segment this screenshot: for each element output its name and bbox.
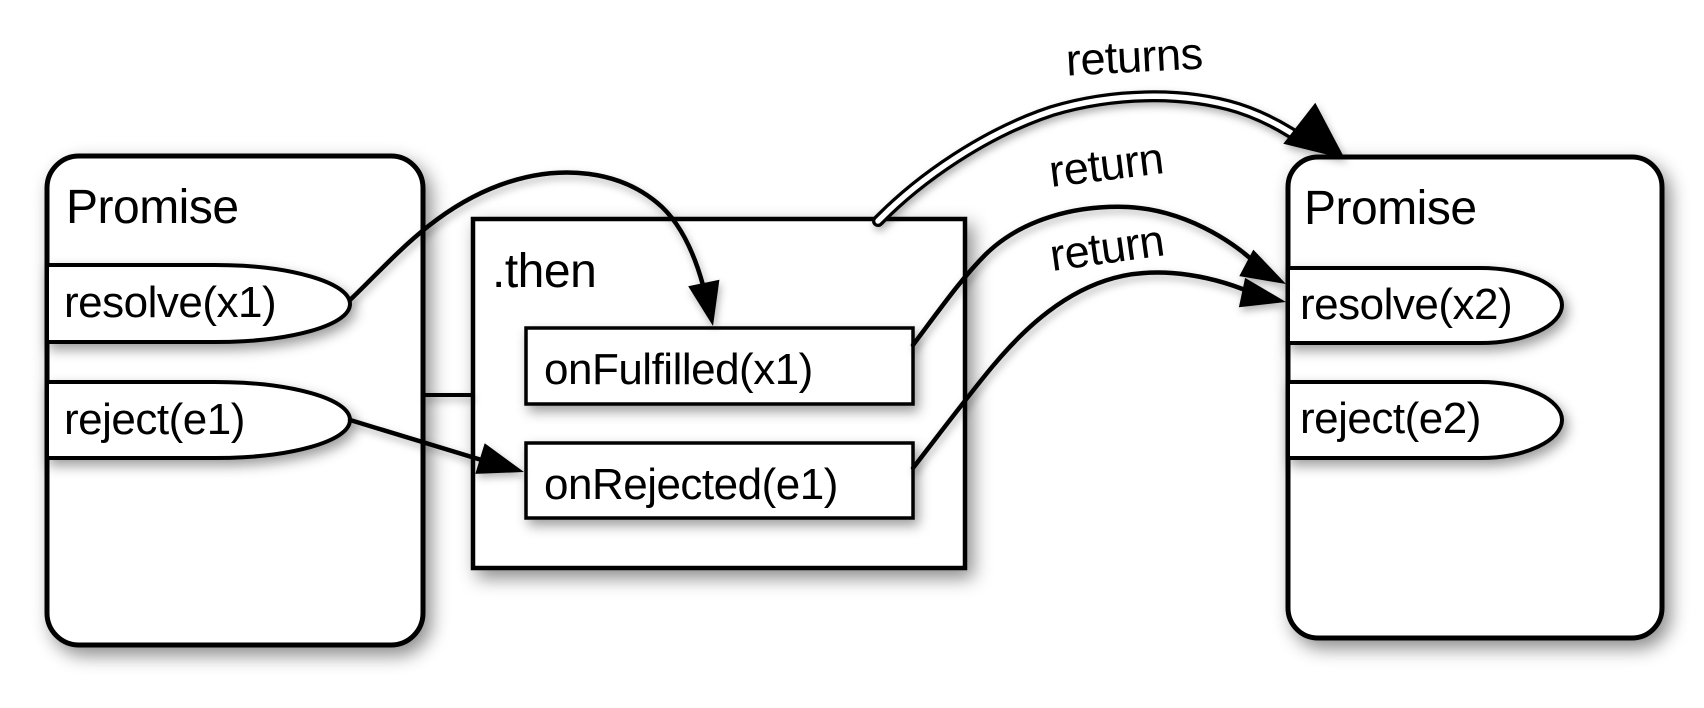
resolve-x1-label: resolve(x1) <box>64 278 276 327</box>
returns-label: returns <box>1065 27 1204 85</box>
resolve-to-onfulfilled-arrow <box>347 170 711 309</box>
then-title: .then <box>492 245 596 298</box>
resolve-x2-pill <box>1286 266 1565 345</box>
returns-tube-arrow-inner <box>875 93 1305 224</box>
onrejected-box <box>524 441 915 520</box>
reject-to-onrejected-arrow <box>347 417 501 468</box>
onrejected-return-arrow <box>910 270 1262 471</box>
left-promise-title: Promise <box>66 181 239 234</box>
onfulfilled-return-arrow <box>910 204 1266 348</box>
resolve-to-onfulfilled-arrowhead <box>688 279 720 326</box>
reject-e2-pill <box>1286 380 1565 460</box>
reject-e2-label: reject(e2) <box>1300 394 1481 443</box>
resolve-x1-pill <box>45 263 353 344</box>
onrejected-label: onRejected(e1) <box>544 460 838 509</box>
right-promise-title: Promise <box>1304 182 1477 235</box>
returns-tube-arrowhead <box>1283 102 1345 159</box>
reject-e1-label: reject(e1) <box>64 395 245 444</box>
return-fulfilled-label: return <box>1046 132 1166 197</box>
resolve-x2-label: resolve(x2) <box>1300 280 1512 329</box>
reject-to-onrejected-arrowhead <box>475 443 524 474</box>
onfulfilled-label: onFulfilled(x1) <box>544 345 813 394</box>
onfulfilled-return-arrowhead <box>1239 249 1286 284</box>
onfulfilled-box <box>524 326 915 406</box>
onrejected-return-arrowhead <box>1238 277 1286 308</box>
